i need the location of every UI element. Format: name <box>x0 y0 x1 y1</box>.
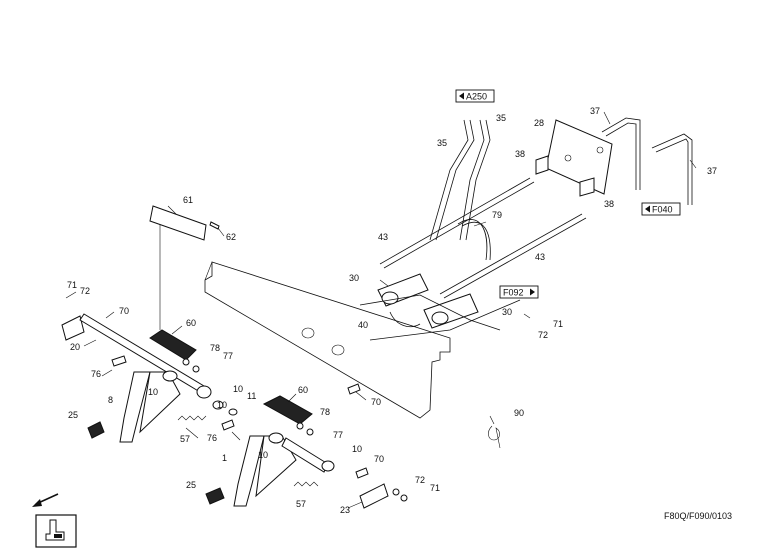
reference-f040[interactable]: F040 <box>641 202 681 216</box>
label-62: 62 <box>226 232 236 242</box>
cab-seat-icon <box>35 514 77 548</box>
drawing-code: F80Q/F090/0103 <box>664 511 732 521</box>
label-57: 57 <box>180 434 190 444</box>
label-10: 10 <box>352 444 362 454</box>
frame-crossmember <box>204 261 451 419</box>
label-1: 1 <box>222 453 227 463</box>
ref-a250-text: A250 <box>466 92 487 102</box>
label-72: 72 <box>80 286 90 296</box>
label-90: 90 <box>514 408 524 418</box>
label-78: 78 <box>210 343 220 353</box>
right-pedal-assembly <box>205 383 501 509</box>
label-25: 25 <box>68 410 78 420</box>
label-35: 35 <box>437 138 447 148</box>
label-35: 35 <box>496 113 506 123</box>
label-10: 10 <box>233 384 243 394</box>
label-30: 30 <box>349 273 359 283</box>
label-60: 60 <box>186 318 196 328</box>
label-43: 43 <box>378 232 388 242</box>
label-10: 10 <box>258 450 268 460</box>
label-70: 70 <box>374 454 384 464</box>
label-77: 77 <box>333 430 343 440</box>
label-8: 8 <box>108 395 113 405</box>
reference-f092[interactable]: F092 <box>499 285 539 299</box>
label-11: 11 <box>247 391 256 401</box>
label-10: 10 <box>148 387 158 397</box>
reference-a250[interactable]: A250 <box>455 89 495 103</box>
label-57: 57 <box>296 499 306 509</box>
label-77: 77 <box>223 351 233 361</box>
label-61: 61 <box>183 195 193 205</box>
ref-f040-text: F040 <box>652 205 673 215</box>
part-number-labels: 61 62 71 72 70 20 60 78 77 76 10 8 25 57… <box>67 106 717 515</box>
label-28: 28 <box>534 118 544 128</box>
label-78: 78 <box>320 407 330 417</box>
label-38: 38 <box>604 199 614 209</box>
label-76: 76 <box>207 433 217 443</box>
label-71: 71 <box>67 280 77 290</box>
label-71: 71 <box>553 319 563 329</box>
label-76: 76 <box>91 369 101 379</box>
label-71: 71 <box>430 483 440 493</box>
label-70: 70 <box>119 306 129 316</box>
left-pedal-assembly <box>61 205 238 443</box>
label-72: 72 <box>415 475 425 485</box>
front-direction-arrow-icon <box>32 493 59 507</box>
label-37: 37 <box>590 106 600 116</box>
label-40: 40 <box>358 320 368 330</box>
label-60: 60 <box>298 385 308 395</box>
label-38: 38 <box>515 149 525 159</box>
label-70: 70 <box>371 397 381 407</box>
label-10: 10 <box>217 400 227 410</box>
ref-f092-text: F092 <box>503 288 524 298</box>
label-79: 79 <box>492 210 502 220</box>
label-23: 23 <box>340 505 350 515</box>
label-43: 43 <box>535 252 545 262</box>
label-25: 25 <box>186 480 196 490</box>
label-72: 72 <box>538 330 548 340</box>
hydraulic-assembly <box>359 117 693 341</box>
leader-lines <box>65 111 697 509</box>
label-20: 20 <box>70 342 80 352</box>
label-37: 37 <box>707 166 717 176</box>
label-30: 30 <box>502 307 512 317</box>
